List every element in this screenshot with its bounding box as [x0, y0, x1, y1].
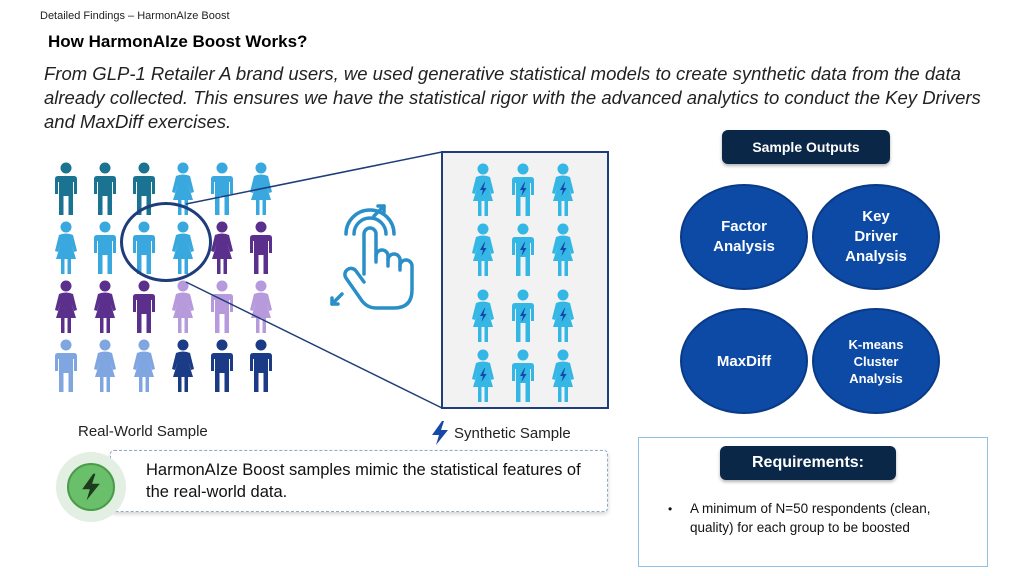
person-icon: [133, 339, 155, 392]
person-icon: [211, 339, 233, 392]
person-icon: [250, 339, 272, 392]
synthetic-sample-panel: [441, 151, 609, 409]
output-label: Key Driver Analysis: [845, 208, 907, 265]
real-person: [206, 339, 238, 393]
real-person: [245, 339, 277, 393]
person-icon: [211, 162, 233, 215]
person-icon: [211, 221, 233, 274]
output-factor-analysis: Factor Analysis: [680, 184, 808, 290]
person-icon: [512, 223, 534, 276]
synthetic-person: [547, 289, 579, 343]
hand-pointer-icon: [330, 204, 414, 310]
person-icon: [94, 221, 116, 274]
output-label: K-means Cluster Analysis: [848, 336, 904, 386]
page-title: How HarmonAIze Boost Works?: [48, 32, 308, 51]
person-icon: [211, 280, 233, 333]
real-person: [206, 280, 238, 334]
person-icon: [472, 223, 494, 276]
output-kmeans-cluster-analysis: K-means Cluster Analysis: [812, 308, 940, 414]
synthetic-person: [507, 163, 539, 217]
output-label: MaxDiff: [716, 352, 772, 370]
person-icon: [472, 289, 494, 342]
callout-text: HarmonAIze Boost samples mimic the stati…: [146, 461, 581, 501]
real-person: [50, 339, 82, 393]
synthetic-person: [507, 349, 539, 403]
person-icon: [94, 339, 116, 392]
person-icon: [172, 280, 194, 333]
synthetic-person: [547, 163, 579, 217]
real-person: [50, 162, 82, 216]
magnifier-lens: [120, 202, 212, 282]
synthetic-person: [547, 349, 579, 403]
person-icon: [512, 349, 534, 402]
real-person: [89, 339, 121, 393]
real-person: [89, 280, 121, 334]
synthetic-person: [507, 289, 539, 343]
person-icon: [172, 339, 194, 392]
person-icon: [250, 221, 272, 274]
breadcrumb: Detailed Findings – HarmonAIze Boost: [40, 10, 230, 22]
person-icon: [472, 349, 494, 402]
real-person: [245, 221, 277, 275]
real-world-sample-label: Real-World Sample: [78, 423, 208, 440]
person-icon: [94, 162, 116, 215]
person-icon: [55, 221, 77, 274]
real-person: [167, 339, 199, 393]
real-person: [89, 221, 121, 275]
synthetic-person: [467, 163, 499, 217]
person-icon: [552, 163, 574, 216]
real-person: [50, 280, 82, 334]
person-icon: [512, 163, 534, 216]
bullet: •: [668, 502, 673, 516]
real-person: [128, 280, 160, 334]
requirement-item: A minimum of N=50 respondents (clean, qu…: [690, 501, 931, 535]
real-person: [245, 280, 277, 334]
person-icon: [512, 289, 534, 342]
lightning-bolt-icon: [432, 421, 448, 445]
person-icon: [250, 162, 272, 215]
output-maxdiff: MaxDiff: [680, 308, 808, 414]
person-icon: [55, 280, 77, 333]
person-icon: [552, 223, 574, 276]
real-person: [50, 221, 82, 275]
real-person: [89, 162, 121, 216]
synthetic-person: [467, 349, 499, 403]
person-icon: [94, 280, 116, 333]
real-person: [128, 339, 160, 393]
person-icon: [472, 163, 494, 216]
synthetic-person: [507, 223, 539, 277]
person-icon: [133, 280, 155, 333]
person-icon: [250, 280, 272, 333]
callout-box: [110, 450, 608, 512]
sample-outputs-heading: Sample Outputs: [722, 130, 890, 164]
person-icon: [552, 289, 574, 342]
synthetic-sample-label: Synthetic Sample: [430, 421, 571, 445]
person-icon: [55, 162, 77, 215]
real-person: [206, 221, 238, 275]
real-person: [245, 162, 277, 216]
bolt-badge-inner: [67, 463, 115, 511]
real-person: [167, 280, 199, 334]
person-icon: [552, 349, 574, 402]
requirements-heading: Requirements:: [720, 446, 896, 480]
synthetic-person: [467, 289, 499, 343]
lightning-bolt-icon: [82, 473, 100, 501]
synthetic-person: [547, 223, 579, 277]
synthetic-sample-label-text: Synthetic Sample: [454, 424, 571, 442]
output-key-driver-analysis: Key Driver Analysis: [812, 184, 940, 290]
person-icon: [55, 339, 77, 392]
real-person: [206, 162, 238, 216]
synthetic-person: [467, 223, 499, 277]
output-label: Factor Analysis: [713, 218, 775, 255]
intro-paragraph: From GLP-1 Retailer A brand users, we us…: [44, 63, 981, 132]
